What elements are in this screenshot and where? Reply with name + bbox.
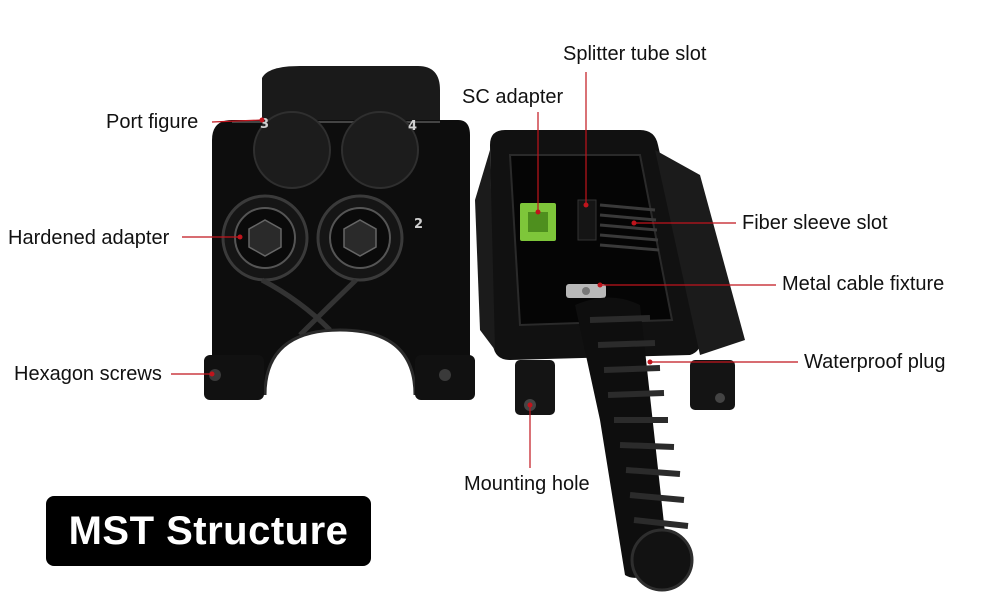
label-hexagon-screws: Hexagon screws: [14, 363, 162, 385]
label-sc-adapter: SC adapter: [462, 86, 564, 108]
label-metal-cable-fixture: Metal cable fixture: [782, 273, 944, 295]
mst-cover-illustration: 3 4 2: [204, 66, 475, 400]
port-number-2: 2: [414, 217, 423, 232]
label-splitter-tube-slot: Splitter tube slot: [563, 43, 707, 65]
leader-port-figure: [211, 119, 263, 123]
hardened-adapter-right: [316, 194, 404, 282]
port-4-circle: [341, 111, 419, 189]
mst-base-illustration: [475, 130, 745, 592]
port-number-4: 4: [408, 119, 417, 134]
label-hardened-adapter: Hardened adapter: [8, 227, 170, 249]
title-text: MST Structure: [68, 509, 349, 553]
hardened-adapter-left: [221, 194, 309, 282]
leader-lines: [171, 72, 798, 468]
fiber-sleeve-ribs: [599, 203, 660, 252]
hexagon-screw-right: [439, 369, 451, 381]
port-number-3: 3: [260, 117, 269, 132]
title-banner: MST Structure: [46, 496, 371, 566]
port-3-circle: [253, 111, 331, 189]
label-fiber-sleeve-slot: Fiber sleeve slot: [742, 212, 888, 234]
sc-adapter-part: [520, 203, 556, 241]
waterproof-plug-part: [575, 297, 694, 592]
leader-dots: [209, 117, 653, 408]
label-waterproof-plug: Waterproof plug: [804, 351, 946, 373]
label-mounting-hole: Mounting hole: [464, 473, 590, 495]
label-port-figure: Port figure: [106, 111, 198, 133]
